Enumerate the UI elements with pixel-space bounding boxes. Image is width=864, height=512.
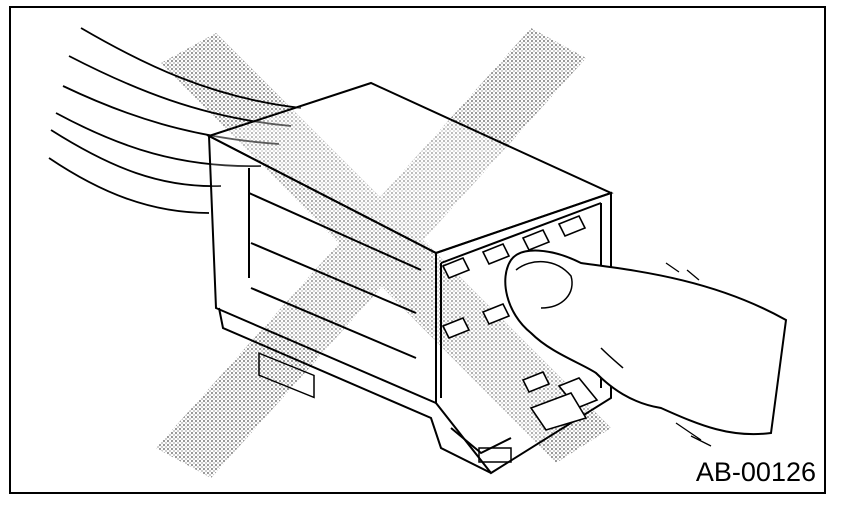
figure-id-label: AB-00126 — [695, 457, 816, 487]
finger-illustration — [504, 249, 788, 447]
wire-harness — [48, 27, 302, 214]
terminal-pins — [441, 214, 599, 431]
connector-illustration — [48, 27, 788, 478]
figure-frame: AB-00126 — [9, 6, 826, 494]
prohibition-cross-icon — [156, 28, 611, 478]
